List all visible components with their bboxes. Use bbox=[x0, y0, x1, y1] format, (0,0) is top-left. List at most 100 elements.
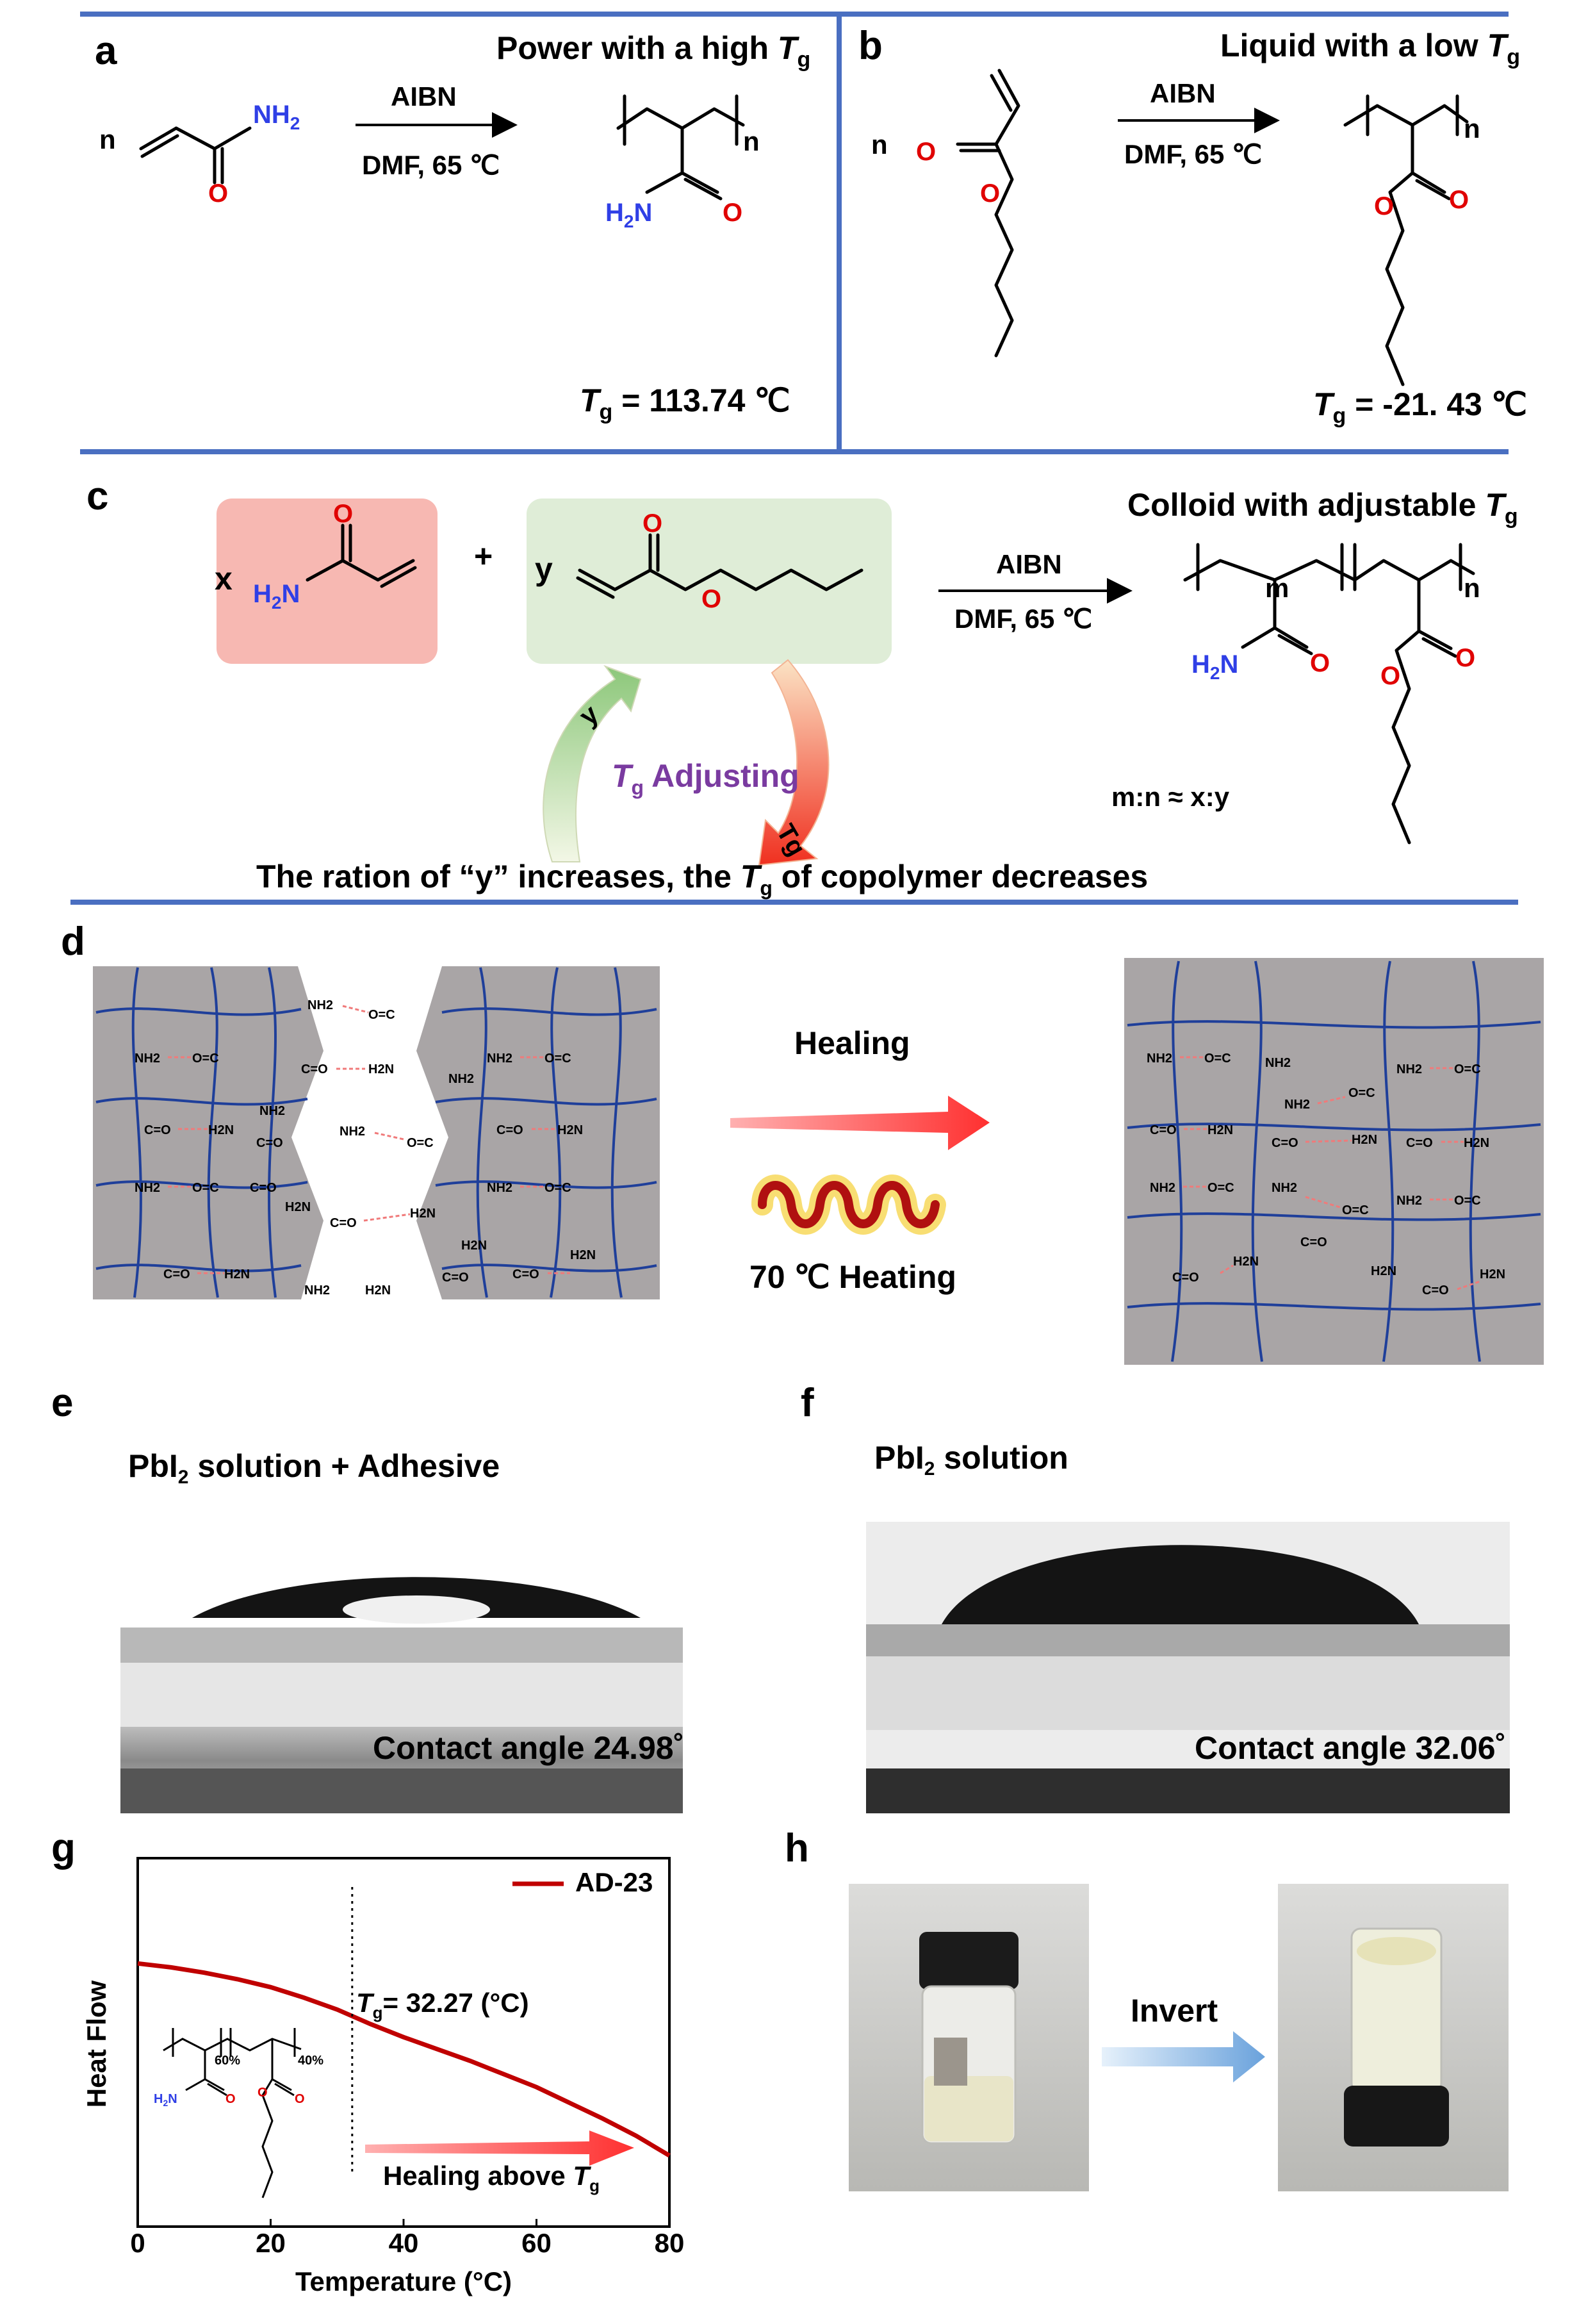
svg-text:O=C: O=C bbox=[1207, 1181, 1234, 1195]
x-tick-label: 80 bbox=[655, 2228, 685, 2258]
svg-text:C=O: C=O bbox=[1406, 1136, 1433, 1150]
svg-text:C=O: C=O bbox=[163, 1267, 190, 1281]
atom-o-b3: O bbox=[1449, 186, 1469, 214]
svg-text:H2N: H2N bbox=[1207, 1123, 1233, 1137]
copolymer-ester bbox=[1391, 578, 1457, 845]
butyl-acrylate-c bbox=[576, 533, 863, 599]
svg-text:H2N: H2N bbox=[208, 1123, 234, 1137]
repeat-m: m bbox=[1265, 573, 1289, 603]
copolymer-h2n: H2N bbox=[1191, 650, 1238, 683]
atom-o-b1: O bbox=[916, 138, 936, 166]
x-tick-label: 0 bbox=[130, 2228, 145, 2258]
svg-text:O=C: O=C bbox=[368, 1008, 395, 1022]
panel-b-n: n bbox=[871, 129, 888, 160]
substrate-f-base bbox=[866, 1768, 1510, 1813]
legend-label: AD-23 bbox=[575, 1867, 653, 1897]
svg-text:NH2: NH2 bbox=[1150, 1181, 1175, 1195]
x-tick-label: 40 bbox=[389, 2228, 419, 2258]
healing-above-label: Healing above Tg bbox=[383, 2161, 600, 2195]
panel-label-a: a bbox=[95, 29, 117, 73]
svg-text:NH2: NH2 bbox=[135, 1181, 160, 1195]
panel-label-h: h bbox=[785, 1826, 809, 1870]
x-tick-label: 20 bbox=[256, 2228, 286, 2258]
panel-b-conditions: DMF, 65 ℃ bbox=[1124, 139, 1262, 169]
svg-text:C=O: C=O bbox=[512, 1267, 539, 1281]
vial-inverted-gel bbox=[1357, 1937, 1436, 1965]
svg-text:NH2: NH2 bbox=[259, 1104, 285, 1118]
repeat-n-a: n bbox=[743, 126, 760, 156]
copolymer-o3: O bbox=[1380, 662, 1400, 690]
coeff-x: x bbox=[215, 561, 233, 597]
droplet-e-highlight bbox=[343, 1595, 490, 1624]
broken-network-right bbox=[416, 966, 660, 1299]
atom-o-b4: O bbox=[1374, 192, 1394, 220]
acrylamide-vinyl-double bbox=[140, 134, 179, 158]
acrylamide-c bbox=[306, 523, 417, 588]
panel-label-f: f bbox=[801, 1381, 814, 1425]
svg-text:H2N: H2N bbox=[410, 1207, 436, 1221]
x-tick-label: 60 bbox=[521, 2228, 552, 2258]
svg-text:C=O: C=O bbox=[256, 1136, 283, 1150]
svg-text:O: O bbox=[258, 2086, 268, 2100]
svg-text:40%: 40% bbox=[298, 2054, 323, 2068]
panel-c-caption: The ration of “y” increases, the Tg of c… bbox=[256, 859, 1148, 900]
vial-cap-inverted bbox=[1344, 2086, 1449, 2147]
svg-text:O=C: O=C bbox=[1454, 1062, 1481, 1076]
substrate-e bbox=[120, 1628, 683, 1663]
panel-a-title: Power with a high Tg bbox=[496, 30, 810, 72]
svg-text:C=O: C=O bbox=[330, 1216, 357, 1230]
svg-text:NH2: NH2 bbox=[1147, 1051, 1172, 1066]
atom-o-c2: O bbox=[642, 509, 662, 538]
network-lines-right bbox=[435, 967, 657, 1298]
tg-annotation: Tg= 32.27 (°C) bbox=[356, 1988, 529, 2022]
copolymer-chain bbox=[1183, 559, 1475, 582]
svg-text:H2N: H2N bbox=[1371, 1264, 1396, 1278]
healing-above-arrow bbox=[365, 2130, 634, 2166]
svg-text:NH2: NH2 bbox=[448, 1072, 474, 1086]
copolymer-amide bbox=[1241, 578, 1313, 655]
acrylamide-backbone bbox=[174, 126, 252, 151]
svg-text:H2N: H2N bbox=[1233, 1255, 1259, 1269]
substrate-e-lower bbox=[120, 1663, 683, 1727]
network-lines-left bbox=[95, 967, 308, 1298]
invert-label: Invert bbox=[1131, 1993, 1218, 2029]
svg-text:H2N: H2N bbox=[224, 1267, 250, 1281]
series-line-ad-23 bbox=[137, 1961, 671, 2158]
substrate-e-base bbox=[120, 1768, 683, 1813]
svg-text:NH2: NH2 bbox=[135, 1051, 160, 1066]
panel-b: Liquid with a low Tg n O O AIBN DMF, 65 … bbox=[871, 28, 1527, 428]
svg-text:NH2: NH2 bbox=[1272, 1181, 1297, 1195]
x-axis-label: Temperature (°C) bbox=[295, 2266, 512, 2296]
panel-label-g: g bbox=[51, 1826, 76, 1870]
panel-label-d: d bbox=[61, 919, 85, 964]
panel-a-n: n bbox=[99, 124, 116, 154]
svg-text:C=O: C=O bbox=[442, 1271, 469, 1285]
svg-text:C=O: C=O bbox=[1422, 1283, 1449, 1298]
panel-label-c: c bbox=[86, 474, 108, 518]
svg-text:NH2: NH2 bbox=[1396, 1062, 1422, 1076]
panel-c-conditions: DMF, 65 ℃ bbox=[954, 604, 1092, 634]
contact-angle-e: Contact angle 24.98˚ bbox=[373, 1730, 684, 1766]
decrease-arrow bbox=[758, 659, 830, 866]
panel-b-title: Liquid with a low Tg bbox=[1220, 28, 1520, 69]
polyacrylamide-side bbox=[680, 126, 723, 201]
polyacrylamide-chain bbox=[616, 107, 745, 130]
svg-text:C=O: C=O bbox=[144, 1123, 171, 1137]
svg-text:O=C: O=C bbox=[1342, 1203, 1369, 1217]
svg-text:NH2: NH2 bbox=[340, 1125, 365, 1139]
copolymer-o1: O bbox=[1310, 649, 1330, 677]
substrate-f bbox=[866, 1624, 1510, 1656]
copolymer-inset: 60% 40% H2N O O O bbox=[154, 2028, 323, 2198]
svg-text:C=O: C=O bbox=[1272, 1136, 1298, 1150]
heater-coil bbox=[758, 1181, 940, 1228]
svg-text:NH2: NH2 bbox=[487, 1181, 512, 1195]
acrylamide-vinyl bbox=[139, 126, 178, 151]
polyacrylamide-n-bond bbox=[645, 171, 684, 194]
panel-a-tg: Tg = 113.74 ℃ bbox=[580, 383, 790, 424]
svg-text:H2N: H2N bbox=[461, 1239, 487, 1253]
